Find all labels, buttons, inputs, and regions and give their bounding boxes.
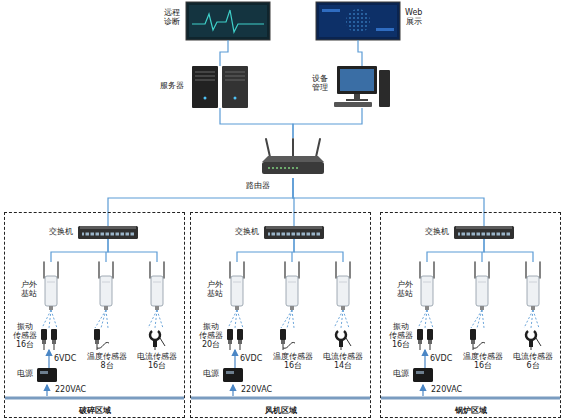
- node-label: 电流传感器 14台: [323, 352, 363, 370]
- network-cable: [108, 178, 293, 226]
- region-title: 破碎区域: [5, 406, 184, 415]
- network-cable: [237, 239, 294, 262]
- base-station: 户外 基站: [226, 262, 248, 310]
- node-label: 温度传感器 8台: [87, 352, 127, 370]
- voltage-label: 220VAC: [430, 385, 463, 394]
- node-label: Web 展示: [405, 8, 422, 26]
- power-arrow: [234, 350, 235, 368]
- node-label: 服务器: [160, 81, 184, 90]
- current-sensor: 电流传感器 16台: [146, 328, 164, 350]
- server: 服务器: [192, 66, 248, 108]
- base-station: 户外 基站: [416, 262, 438, 310]
- network-cable: [293, 178, 484, 226]
- voltage-label: 6VDC: [53, 354, 77, 363]
- voltage-label: 6VDC: [429, 354, 453, 363]
- node-label: 户外 基站: [397, 280, 413, 298]
- screen-panel: Web 展示: [316, 2, 400, 40]
- node-label: 电源: [393, 369, 409, 378]
- region-area: 破碎区域交换机户外 基站振动 传感器 16台温度传感器 8台电流传感器 16台电…: [4, 212, 185, 418]
- radio-link: [235, 310, 237, 328]
- region-area: 风机区域交换机户外 基站振动 传感器 20台温度传感器 16台电流传感器 14台…: [190, 212, 371, 418]
- power-supply: 电源: [413, 368, 433, 382]
- current-sensor: 电流传感器 6台: [522, 328, 540, 350]
- vibration-sensor: 振动 传感器 16台: [416, 328, 434, 350]
- switch: 交换机: [264, 226, 324, 239]
- node-label: 温度传感器 16台: [463, 352, 503, 370]
- network-cable: [220, 108, 293, 138]
- router: 路由器: [262, 138, 324, 178]
- node-label: 交换机: [235, 227, 259, 236]
- temperature-sensor: 温度传感器 16台: [278, 328, 296, 350]
- node-label: 户外 基站: [207, 280, 223, 298]
- node-label: 路由器: [246, 181, 270, 190]
- power-supply: 电源: [223, 368, 243, 382]
- voltage-label: 220VAC: [54, 385, 87, 394]
- power-arrow: [424, 350, 425, 368]
- power-supply: 电源: [37, 368, 57, 382]
- region-area: 锅炉区域交换机户外 基站振动 传感器 16台温度传感器 16台电流传感器 6台电…: [380, 212, 561, 418]
- current-sensor: 电流传感器 14台: [332, 328, 350, 350]
- temperature-sensor: 温度传感器 8台: [92, 328, 110, 350]
- screen-panel: 远程 诊断: [186, 2, 270, 40]
- network-cable: [358, 40, 362, 66]
- device-manager: 设备 管理: [334, 66, 390, 108]
- node-label: 温度传感器 16台: [273, 352, 313, 370]
- base-station: 户外 基站: [40, 262, 62, 310]
- network-cable: [427, 239, 484, 262]
- node-label: 振动 传感器 16台: [389, 322, 413, 350]
- voltage-label: 220VAC: [240, 385, 273, 394]
- node-label: 电源: [17, 369, 33, 378]
- node-label: 交换机: [425, 227, 449, 236]
- voltage-label: 6VDC: [239, 354, 263, 363]
- radio-link: [425, 310, 427, 328]
- node-label: 远程 诊断: [164, 8, 180, 26]
- network-cable: [293, 108, 362, 138]
- radio-link: [49, 310, 51, 328]
- switch: 交换机: [78, 226, 138, 239]
- switch: 交换机: [454, 226, 514, 239]
- node-label: 电流传感器 6台: [513, 352, 553, 370]
- region-title: 锅炉区域: [381, 406, 560, 415]
- network-cable: [51, 239, 108, 262]
- node-label: 振动 传感器 20台: [199, 322, 223, 350]
- node-label: 户外 基站: [21, 280, 37, 298]
- region-title: 风机区域: [191, 406, 370, 415]
- vibration-sensor: 振动 传感器 16台: [40, 328, 58, 350]
- vibration-sensor: 振动 传感器 20台: [226, 328, 244, 350]
- node-label: 电源: [203, 369, 219, 378]
- network-cable: [220, 40, 228, 66]
- node-label: 设备 管理: [312, 74, 328, 92]
- node-label: 交换机: [49, 227, 73, 236]
- node-label: 振动 传感器 16台: [13, 322, 37, 350]
- node-label: 电流传感器 16台: [137, 352, 177, 370]
- temperature-sensor: 温度传感器 16台: [468, 328, 486, 350]
- power-arrow: [48, 350, 49, 368]
